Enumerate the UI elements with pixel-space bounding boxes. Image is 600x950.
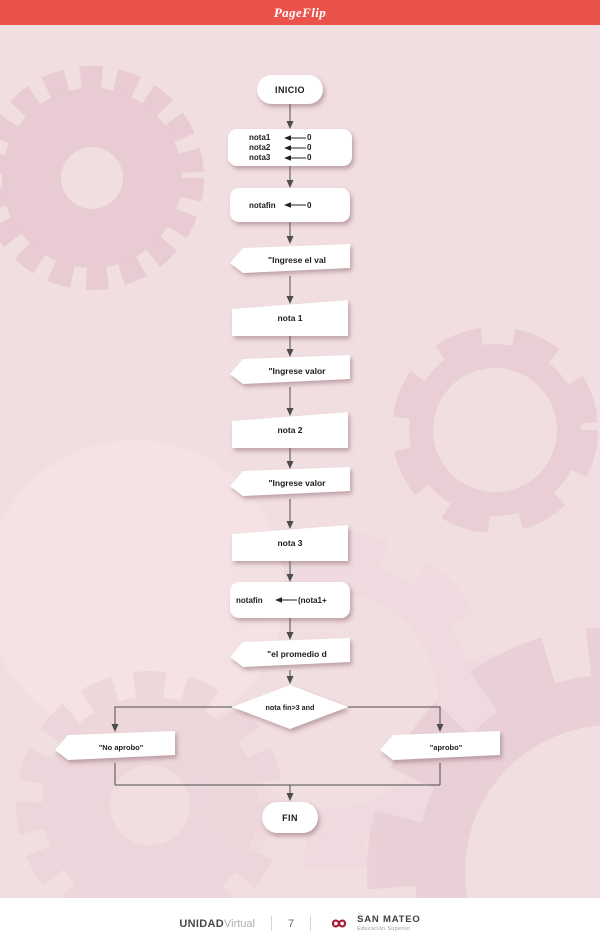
output-label: "Ingrese valor xyxy=(268,366,326,376)
flag-shape xyxy=(230,355,350,384)
end-label: FIN xyxy=(282,812,298,823)
page-title: PageFlip xyxy=(273,4,327,20)
assign-line-notafin: notafin 0 xyxy=(249,201,331,210)
assign-node-init: nota1 0 nota2 0 nota3 0 xyxy=(228,129,352,166)
assign-arrow-icon xyxy=(275,597,297,603)
output-node-aprobo: "aprobo" xyxy=(380,731,500,763)
decision-node: nota fin>3 and xyxy=(232,685,348,729)
assign-node-notafin-init: notafin 0 xyxy=(230,188,350,222)
end-node: FIN xyxy=(262,802,318,833)
input-node-nota2: nota 2 xyxy=(232,412,348,448)
output-label: "Ingrese valor xyxy=(268,478,326,488)
footer-divider xyxy=(270,916,272,932)
output-label: "el promedio d xyxy=(267,649,327,659)
header-bar: PageFlip xyxy=(0,0,600,25)
assign-line-nota2: nota2 0 xyxy=(249,143,331,152)
var-name: notafin xyxy=(236,595,263,605)
gear-right-icon xyxy=(392,327,598,533)
var-value: 0 xyxy=(307,153,312,162)
flag-shape xyxy=(380,731,500,760)
output-node-no-aprobo: "No aprobo" xyxy=(55,731,175,763)
output-node-prompt2: "Ingrese valor xyxy=(230,355,350,387)
output-node-prompt3: "Ingrese valor xyxy=(230,467,350,499)
start-label: INICIO xyxy=(275,84,305,95)
input-shape xyxy=(232,412,348,448)
branch-left-label: "No aprobo" xyxy=(98,742,144,752)
output-node-result: "el promedio d xyxy=(230,638,350,670)
sanmateo-logo: SAN MATEO Educación Superior xyxy=(327,914,421,933)
diamond-shape xyxy=(232,685,348,729)
logo-subtitle: Educación Superior xyxy=(357,926,411,933)
assign-line-nota1: nota1 0 xyxy=(249,133,331,142)
input-label: nota 2 xyxy=(277,425,303,435)
gear-bottom-right-icon xyxy=(367,627,600,950)
assign-arrow-icon xyxy=(284,154,306,161)
assign-node-notafin-compute: notafin (nota1+ xyxy=(230,582,350,618)
var-value: 0 xyxy=(307,200,312,210)
var-name: nota2 xyxy=(249,143,271,152)
input-label: nota 1 xyxy=(277,313,303,323)
connector-lines xyxy=(111,104,444,801)
output-label: "Ingrese el val xyxy=(268,255,326,265)
footer-brand: UNIDADVirtual xyxy=(179,918,255,930)
footer-bar: UNIDADVirtual 7 SAN MATEO Educación Supe… xyxy=(0,898,600,950)
circle-mid-left-icon xyxy=(0,440,285,740)
decision-label: nota fin>3 and xyxy=(265,702,315,712)
logo-title: SAN MATEO xyxy=(357,914,421,926)
output-node-prompt1: "Ingrese el val xyxy=(230,244,350,276)
assign-arrow-icon xyxy=(284,144,306,151)
var-value: 0 xyxy=(307,133,312,142)
assign-line-compute: notafin (nota1+ xyxy=(236,596,344,605)
footer-brand-light: Virtual xyxy=(223,917,255,930)
var-value: 0 xyxy=(307,143,312,152)
var-name: nota3 xyxy=(249,153,271,162)
sanmateo-knot-icon xyxy=(331,919,347,928)
flag-shape xyxy=(230,467,350,496)
footer-divider xyxy=(310,916,312,932)
flag-shape xyxy=(230,638,350,667)
input-node-nota1: nota 1 xyxy=(232,300,348,336)
flag-shape xyxy=(230,244,350,273)
input-node-nota3: nota 3 xyxy=(232,525,348,561)
branch-right-label: "aprobo" xyxy=(429,742,463,752)
input-label: nota 3 xyxy=(277,538,303,548)
var-name: nota1 xyxy=(249,133,271,142)
var-name: notafin xyxy=(249,200,276,210)
var-value: (nota1+ xyxy=(298,595,327,605)
page-number: 7 xyxy=(287,917,295,930)
assign-line-nota3: nota3 0 xyxy=(249,153,331,162)
input-shape xyxy=(232,300,348,336)
footer-brand-bold: UNIDAD xyxy=(179,917,224,930)
input-shape xyxy=(232,525,348,561)
gear-top-left-icon xyxy=(0,66,204,290)
assign-arrow-icon xyxy=(284,202,306,208)
flag-shape xyxy=(55,731,175,760)
start-node: INICIO xyxy=(257,75,323,104)
assign-arrow-icon xyxy=(284,134,306,141)
